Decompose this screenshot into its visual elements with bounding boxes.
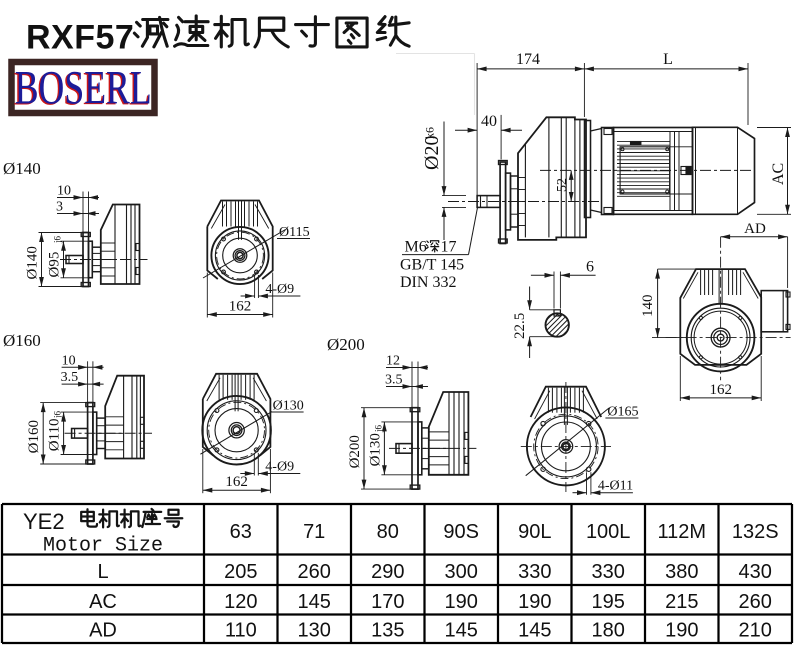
svg-text:3: 3 (56, 200, 63, 215)
svg-text:145: 145 (298, 591, 331, 613)
svg-text:71: 71 (303, 521, 325, 543)
svg-text:j6: j6 (53, 235, 63, 244)
svg-text:100L: 100L (586, 521, 631, 543)
svg-text:170: 170 (371, 591, 404, 613)
svg-text:174: 174 (516, 51, 540, 68)
svg-text:330: 330 (518, 561, 551, 583)
svg-text:j6: j6 (373, 424, 383, 433)
svg-text:Ø20: Ø20 (421, 136, 443, 170)
svg-text:90S: 90S (443, 521, 479, 543)
svg-text:BOSERL: BOSERL (15, 61, 152, 114)
svg-text:52: 52 (555, 178, 570, 192)
svg-text:195: 195 (592, 591, 625, 613)
svg-text:GB/T 145: GB/T 145 (400, 257, 464, 274)
svg-text:40: 40 (481, 113, 497, 130)
svg-text:4-Ø9: 4-Ø9 (265, 460, 294, 475)
svg-text:112M: 112M (658, 521, 707, 543)
svg-text:BOSERL: BOSERL (13, 62, 150, 115)
svg-text:3.5: 3.5 (385, 373, 403, 388)
svg-text:290: 290 (371, 561, 404, 583)
svg-text:260: 260 (298, 561, 331, 583)
svg-text:132S: 132S (732, 521, 779, 543)
svg-text:Ø110: Ø110 (47, 419, 63, 452)
svg-text:135: 135 (371, 620, 404, 642)
svg-text:10: 10 (62, 353, 76, 368)
svg-text:Ø115: Ø115 (279, 225, 310, 240)
svg-text:Ø165: Ø165 (607, 405, 638, 420)
svg-text:110: 110 (225, 620, 257, 642)
svg-text:j6: j6 (53, 410, 63, 419)
svg-text:90L: 90L (518, 521, 551, 543)
svg-text:AD: AD (89, 620, 117, 642)
svg-text:Ø130: Ø130 (273, 399, 304, 414)
svg-text:210: 210 (739, 620, 772, 642)
svg-text:162: 162 (225, 474, 248, 490)
svg-text:120: 120 (224, 591, 257, 613)
svg-text:Ø130: Ø130 (367, 433, 383, 466)
svg-text:4-Ø9: 4-Ø9 (265, 282, 294, 297)
svg-text:YE2: YE2 (23, 509, 65, 534)
svg-text:Ø140: Ø140 (3, 159, 41, 178)
svg-text:260: 260 (739, 591, 772, 613)
svg-text:300: 300 (445, 561, 478, 583)
svg-text:3.5: 3.5 (61, 370, 79, 385)
svg-text:DIN 332: DIN 332 (400, 274, 456, 291)
svg-text:Ø95: Ø95 (47, 252, 63, 278)
svg-text:80: 80 (377, 521, 399, 543)
svg-text:430: 430 (739, 561, 772, 583)
svg-text:12: 12 (386, 354, 400, 369)
svg-text:10: 10 (57, 184, 71, 199)
svg-text:145: 145 (445, 620, 478, 642)
svg-text:140: 140 (640, 295, 656, 318)
svg-text:22.5: 22.5 (512, 313, 528, 339)
svg-text:330: 330 (592, 561, 625, 583)
svg-text:162: 162 (229, 299, 252, 315)
svg-text:AC: AC (770, 163, 787, 185)
svg-text:180: 180 (592, 620, 625, 642)
svg-text:Ø160: Ø160 (26, 420, 42, 453)
svg-text:Ø160: Ø160 (3, 331, 41, 350)
svg-text:190: 190 (445, 591, 478, 613)
svg-text:Motor Size: Motor Size (43, 535, 163, 558)
svg-text:162: 162 (709, 382, 732, 398)
svg-text:4-Ø11: 4-Ø11 (598, 479, 633, 494)
svg-text:AC: AC (89, 591, 117, 613)
svg-text:145: 145 (518, 620, 551, 642)
svg-text:RXF57: RXF57 (26, 19, 134, 57)
svg-text:Ø200: Ø200 (347, 435, 363, 468)
svg-text:63: 63 (230, 521, 252, 543)
svg-text:Ø140: Ø140 (25, 246, 41, 279)
svg-text:130: 130 (298, 620, 331, 642)
svg-text:190: 190 (665, 620, 698, 642)
svg-text:190: 190 (518, 591, 551, 613)
svg-text:L: L (97, 561, 108, 583)
svg-text:AD: AD (744, 221, 766, 237)
svg-text:17: 17 (441, 239, 457, 256)
svg-text:k6: k6 (423, 127, 437, 139)
svg-text:380: 380 (665, 561, 698, 583)
svg-text:M6: M6 (405, 239, 427, 256)
svg-text:6: 6 (586, 259, 594, 276)
svg-text:215: 215 (665, 591, 698, 613)
svg-text:205: 205 (224, 561, 257, 583)
svg-text:L: L (663, 51, 673, 68)
svg-text:Ø200: Ø200 (327, 335, 365, 354)
